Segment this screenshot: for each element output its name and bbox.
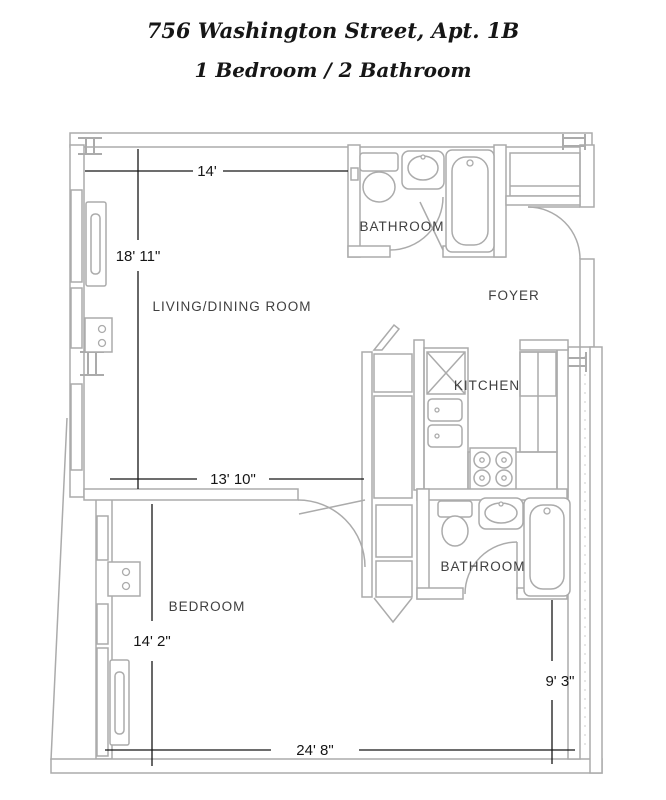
dimension-living-length-text: 18' 11" [116, 248, 161, 265]
closet-left-wall [361, 351, 373, 598]
closet-door-swing-icon [372, 323, 401, 351]
bottom-wall [50, 758, 603, 774]
bathtub-icon [523, 497, 571, 597]
closet-door-swing-icon [373, 597, 413, 624]
counter-left [423, 347, 469, 498]
bedroom-door-swing-icon [297, 499, 366, 568]
door-swing-icon [389, 196, 444, 251]
toilet-icon [350, 152, 399, 203]
steel-column-icon [78, 137, 102, 155]
dimension-living-width: 14' [85, 163, 348, 180]
bathroom-upper: BATHROOM [347, 144, 507, 258]
bedroom-top-wall [83, 488, 299, 501]
steel-column-icon [562, 134, 586, 150]
dimension-living-length: 18' 11" [116, 149, 161, 489]
closet [373, 395, 413, 499]
bathroom-sink-icon [401, 150, 445, 190]
top-wall [69, 132, 593, 148]
page-title: 756 Washington Street, Apt. 1B [147, 18, 519, 43]
outlet-box-icon [107, 561, 141, 597]
window-icon [70, 287, 83, 349]
window-icon [96, 515, 109, 561]
kitchen-top-wall-stub [519, 339, 569, 351]
radiator-slot [114, 671, 125, 735]
dimension-living-width-text: 14' [197, 163, 217, 180]
dimension-rear-depth-text: 9' 3" [545, 673, 574, 690]
outlet-box-icon [84, 317, 113, 353]
bedroom-wall-details [96, 515, 141, 757]
closet-column [361, 323, 425, 624]
right-wall-outer [589, 346, 603, 774]
bathroom-sink-icon [478, 497, 524, 530]
bedroom-label: BEDROOM [169, 599, 246, 614]
closet [509, 152, 581, 197]
living-room-wall-details [70, 189, 113, 471]
bathroom-lower-bottom-wall-left [416, 587, 464, 600]
closet [375, 560, 413, 598]
right-wall-foyer-lower [579, 258, 595, 348]
refrigerator-icon [519, 351, 557, 397]
dimension-overall-width-text: 24' 8" [296, 742, 333, 759]
dishwasher-x-icon [426, 351, 466, 395]
toilet-icon [437, 500, 473, 547]
bathroom-foyer-divider-wall [493, 144, 507, 258]
window-icon [96, 647, 109, 757]
dimension-bedroom-length-text: 14' 2" [133, 633, 170, 650]
window-icon [70, 383, 83, 471]
page-subtitle: 1 Bedroom / 2 Bathroom [194, 58, 471, 82]
foyer-label: FOYER [488, 288, 540, 303]
outer-walls [50, 132, 603, 774]
kitchen: KITCHEN [423, 339, 569, 498]
living-dining-label: LIVING/DINING ROOM [152, 299, 311, 314]
bedroom-partition: BEDROOM [83, 488, 366, 614]
door-swing-icon [464, 541, 518, 595]
window-icon [96, 603, 109, 645]
stove-4-burner-icon [469, 447, 517, 491]
left-exterior-angled-wall [50, 417, 68, 761]
radiator-slot [90, 213, 101, 275]
kitchen-double-sink-icon [427, 398, 463, 448]
entry-door-swing-icon [527, 206, 581, 260]
dimension-bedroom-length: 14' 2" [133, 504, 171, 766]
dimension-annotations: 14' 18' 11" 13' 10" 14' 2" 9' 3" 24' 8" [85, 149, 575, 766]
kitchen-label: KITCHEN [454, 378, 520, 393]
bathroom-lower-label: BATHROOM [441, 559, 526, 574]
dimension-bedroom-width: 13' 10" [110, 471, 364, 488]
dimension-bedroom-width-text: 13' 10" [210, 471, 256, 488]
right-wall-foyer-upper [579, 144, 595, 208]
dimension-overall-width: 24' 8" [105, 742, 575, 759]
bathroom-upper-label: BATHROOM [360, 219, 445, 234]
closet [373, 353, 413, 393]
foyer-ledge-wall [505, 195, 581, 206]
window-icon [70, 189, 83, 283]
bathroom-lower-left-wall [416, 488, 430, 600]
foyer: FOYER [488, 152, 581, 303]
closet [375, 504, 413, 558]
bathroom-upper-bottom-wall-left [347, 245, 391, 258]
bathroom-lower: BATHROOM [416, 488, 571, 600]
closet-right-wall [413, 339, 425, 491]
bathtub-icon [445, 149, 495, 253]
kitchen-right-wall [556, 347, 569, 498]
dimension-rear-depth: 9' 3" [545, 600, 575, 764]
bathroom-upper-left-wall [347, 144, 361, 258]
